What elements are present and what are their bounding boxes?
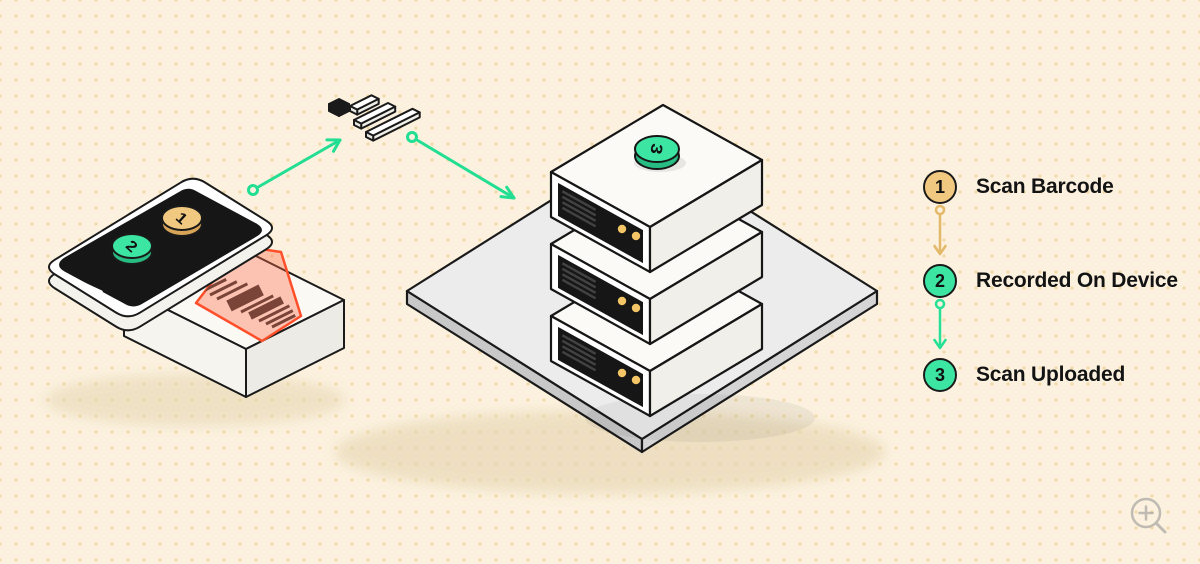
- arrow-signal-to-server: [406, 131, 516, 200]
- server-stack-shadow: [585, 394, 815, 442]
- phone-screen: [59, 188, 262, 307]
- magnifier-plus-icon: [1130, 497, 1167, 534]
- connector-2-3: [923, 298, 957, 358]
- signal-bars-icon: [328, 94, 421, 142]
- step-1-label: Scan Barcode: [976, 175, 1114, 198]
- step-3-label: Scan Uploaded: [976, 363, 1126, 386]
- phone: 2 1: [47, 177, 274, 332]
- server-led: [617, 368, 627, 378]
- legend-item-3: 3 Scan Uploaded: [923, 358, 1178, 392]
- connector-1-2: [923, 204, 957, 264]
- signal-dot: [328, 98, 350, 117]
- legend-item-1: 1 Scan Barcode: [923, 170, 1178, 204]
- down-arrow-icon: [933, 204, 947, 256]
- arrow-phone-to-signal: [247, 138, 342, 196]
- server-led: [631, 303, 641, 313]
- barcode: [202, 278, 296, 329]
- step-2-badge: 2: [923, 264, 957, 298]
- legend: 1 Scan Barcode 2 Recorded On Device: [923, 170, 1178, 392]
- platform-shadow: [335, 410, 885, 494]
- token-1: 1: [161, 205, 203, 237]
- phone-shadow: [45, 374, 345, 426]
- server-led: [631, 231, 641, 241]
- server-led: [617, 296, 627, 306]
- legend-item-2: 2 Recorded On Device: [923, 264, 1178, 298]
- phone-home-bar: [62, 273, 103, 294]
- server-led: [631, 375, 641, 385]
- server-stack: 3: [549, 103, 764, 418]
- step-3-badge: 3: [923, 358, 957, 392]
- token-3-number: 3: [647, 142, 667, 156]
- server-led: [617, 224, 627, 234]
- token-3: 3: [634, 135, 686, 172]
- step-1-badge: 1: [923, 170, 957, 204]
- down-arrow-icon: [933, 298, 947, 350]
- step-2-label: Recorded On Device: [976, 269, 1178, 292]
- token-2: 2: [111, 233, 153, 265]
- zoom-in-button[interactable]: [1126, 493, 1172, 539]
